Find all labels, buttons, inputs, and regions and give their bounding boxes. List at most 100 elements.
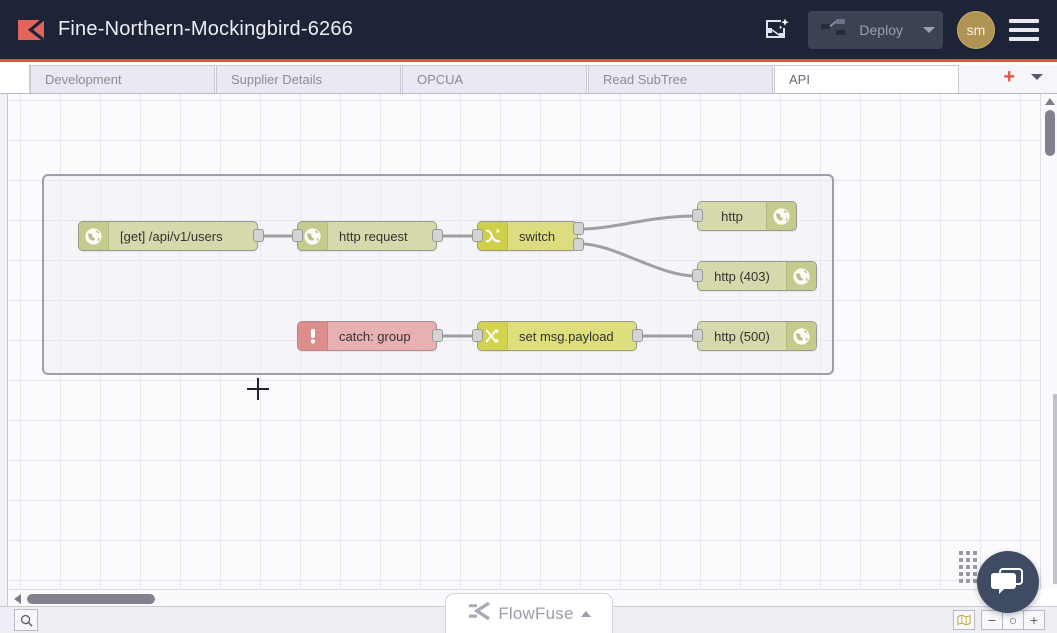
- tab-supplier-details[interactable]: Supplier Details: [216, 65, 401, 93]
- navigator-map-icon[interactable]: [953, 610, 975, 630]
- hamburger-line: [1009, 36, 1039, 41]
- header-left: Fine-Northern-Mockingbird-6266: [0, 17, 760, 43]
- horizontal-scrollbar-thumb[interactable]: [27, 594, 155, 604]
- node-switch[interactable]: switch: [477, 221, 578, 251]
- globe-icon: [786, 262, 816, 290]
- dot: [959, 579, 963, 583]
- port-in-http-response-403[interactable]: [692, 269, 703, 282]
- deploy-label: Deploy: [859, 21, 903, 38]
- port-out-change[interactable]: [632, 329, 643, 342]
- dot: [959, 565, 963, 569]
- globe-icon: [786, 322, 816, 350]
- scroll-up-arrow-icon[interactable]: [1045, 98, 1055, 105]
- flow-tab-bar: Development Supplier Details OPCUA Read …: [0, 64, 1057, 94]
- avatar-initials: sm: [966, 21, 986, 38]
- node-http-request[interactable]: http request: [297, 221, 437, 251]
- flowfuse-logo-icon: [467, 601, 491, 626]
- node-http-response-403[interactable]: http (403): [697, 261, 817, 291]
- dot: [966, 558, 970, 562]
- status-bar-left: [0, 609, 38, 631]
- app-header: Fine-Northern-Mockingbird-6266: [0, 0, 1057, 62]
- status-bar-right: − ○ +: [953, 610, 1057, 630]
- flow-canvas[interactable]: [get] /api/v1/users http request switch: [9, 94, 1040, 589]
- dot: [966, 579, 970, 583]
- dot: [959, 551, 963, 555]
- tab-development[interactable]: Development: [30, 65, 215, 93]
- node-http-response-500[interactable]: http (500): [697, 321, 817, 351]
- scroll-left-arrow-icon[interactable]: [14, 594, 21, 604]
- chevron-down-icon: [923, 26, 935, 33]
- node-http-in[interactable]: [get] /api/v1/users: [78, 221, 258, 251]
- tab-opcua[interactable]: OPCUA: [402, 65, 587, 93]
- tab-bar-spacer: [0, 64, 30, 93]
- port-in-http-response-500[interactable]: [692, 329, 703, 342]
- deploy-dropdown-caret[interactable]: [915, 11, 943, 49]
- avatar[interactable]: sm: [957, 10, 995, 49]
- drag-handle-dots-icon[interactable]: [959, 551, 977, 593]
- deploy-button[interactable]: Deploy: [808, 10, 943, 49]
- hamburger-line: [1009, 27, 1039, 32]
- zoom-in-button[interactable]: +: [1023, 610, 1045, 630]
- port-in-change[interactable]: [472, 329, 483, 342]
- project-title: Fine-Northern-Mockingbird-6266: [58, 18, 354, 40]
- zoom-reset-button[interactable]: ○: [1002, 610, 1024, 630]
- flowfuse-panel-tab[interactable]: FlowFuse: [445, 593, 613, 633]
- dot: [966, 572, 970, 576]
- palette-rail: [0, 94, 8, 606]
- hamburger-menu-icon[interactable]: [1009, 17, 1039, 43]
- tab-label: Development: [45, 72, 122, 87]
- port-in-http-request[interactable]: [292, 229, 303, 242]
- port-in-http-response[interactable]: [692, 209, 703, 222]
- zoom-out-button[interactable]: −: [981, 610, 1003, 630]
- vertical-scrollbar-thumb[interactable]: [1045, 110, 1055, 156]
- tab-label: Supplier Details: [231, 72, 323, 87]
- node-label: set msg.payload: [519, 328, 614, 344]
- header-right: Deploy sm: [760, 10, 1057, 49]
- exclamation-icon: [298, 322, 328, 350]
- node-label: [get] /api/v1/users: [120, 228, 223, 244]
- node-catch[interactable]: catch: group: [297, 321, 437, 351]
- tab-label: API: [789, 72, 810, 87]
- node-change[interactable]: set msg.payload: [477, 321, 637, 351]
- tab-label: OPCUA: [417, 72, 464, 87]
- node-label: http: [721, 208, 743, 224]
- tab-label: Read SubTree: [603, 72, 688, 87]
- ai-flow-sparkle-icon[interactable]: [760, 13, 794, 47]
- tab-bar-actions: +: [989, 64, 1057, 93]
- port-out-switch-1[interactable]: [573, 222, 584, 235]
- add-tab-icon[interactable]: +: [1003, 65, 1015, 88]
- tab-list-chevron-down-icon[interactable]: [1031, 73, 1043, 80]
- dot: [966, 565, 970, 569]
- dot: [973, 558, 977, 562]
- vertical-scrollbar[interactable]: [1040, 94, 1057, 589]
- flowfuse-label: FlowFuse: [498, 603, 574, 623]
- chat-bubble-icon[interactable]: [977, 551, 1039, 613]
- node-label: switch: [519, 228, 556, 244]
- dot: [959, 558, 963, 562]
- globe-icon: [79, 222, 109, 250]
- node-label: http (500): [714, 328, 770, 344]
- port-out-switch-2[interactable]: [573, 238, 584, 251]
- tab-api[interactable]: API: [774, 65, 959, 93]
- chevron-up-icon[interactable]: [580, 610, 591, 617]
- node-label: http (403): [714, 268, 770, 284]
- port-out-http-in[interactable]: [253, 229, 264, 242]
- deploy-nodes-icon: [820, 16, 850, 43]
- dot: [973, 572, 977, 576]
- dot: [966, 551, 970, 555]
- globe-icon: [766, 202, 796, 230]
- search-icon[interactable]: [14, 609, 38, 631]
- flowfuse-logo-icon: [16, 17, 44, 43]
- port-out-http-request[interactable]: [432, 229, 443, 242]
- node-label: catch: group: [339, 328, 411, 344]
- canvas-right-edge: [1053, 394, 1057, 584]
- dot: [973, 565, 977, 569]
- port-in-switch[interactable]: [472, 229, 483, 242]
- change-swap-icon: [478, 322, 508, 350]
- node-http-response[interactable]: http: [697, 201, 797, 231]
- tab-read-subtree[interactable]: Read SubTree: [588, 65, 773, 93]
- hamburger-line: [1009, 18, 1039, 23]
- port-out-catch[interactable]: [432, 329, 443, 342]
- deploy-main[interactable]: Deploy: [808, 11, 915, 49]
